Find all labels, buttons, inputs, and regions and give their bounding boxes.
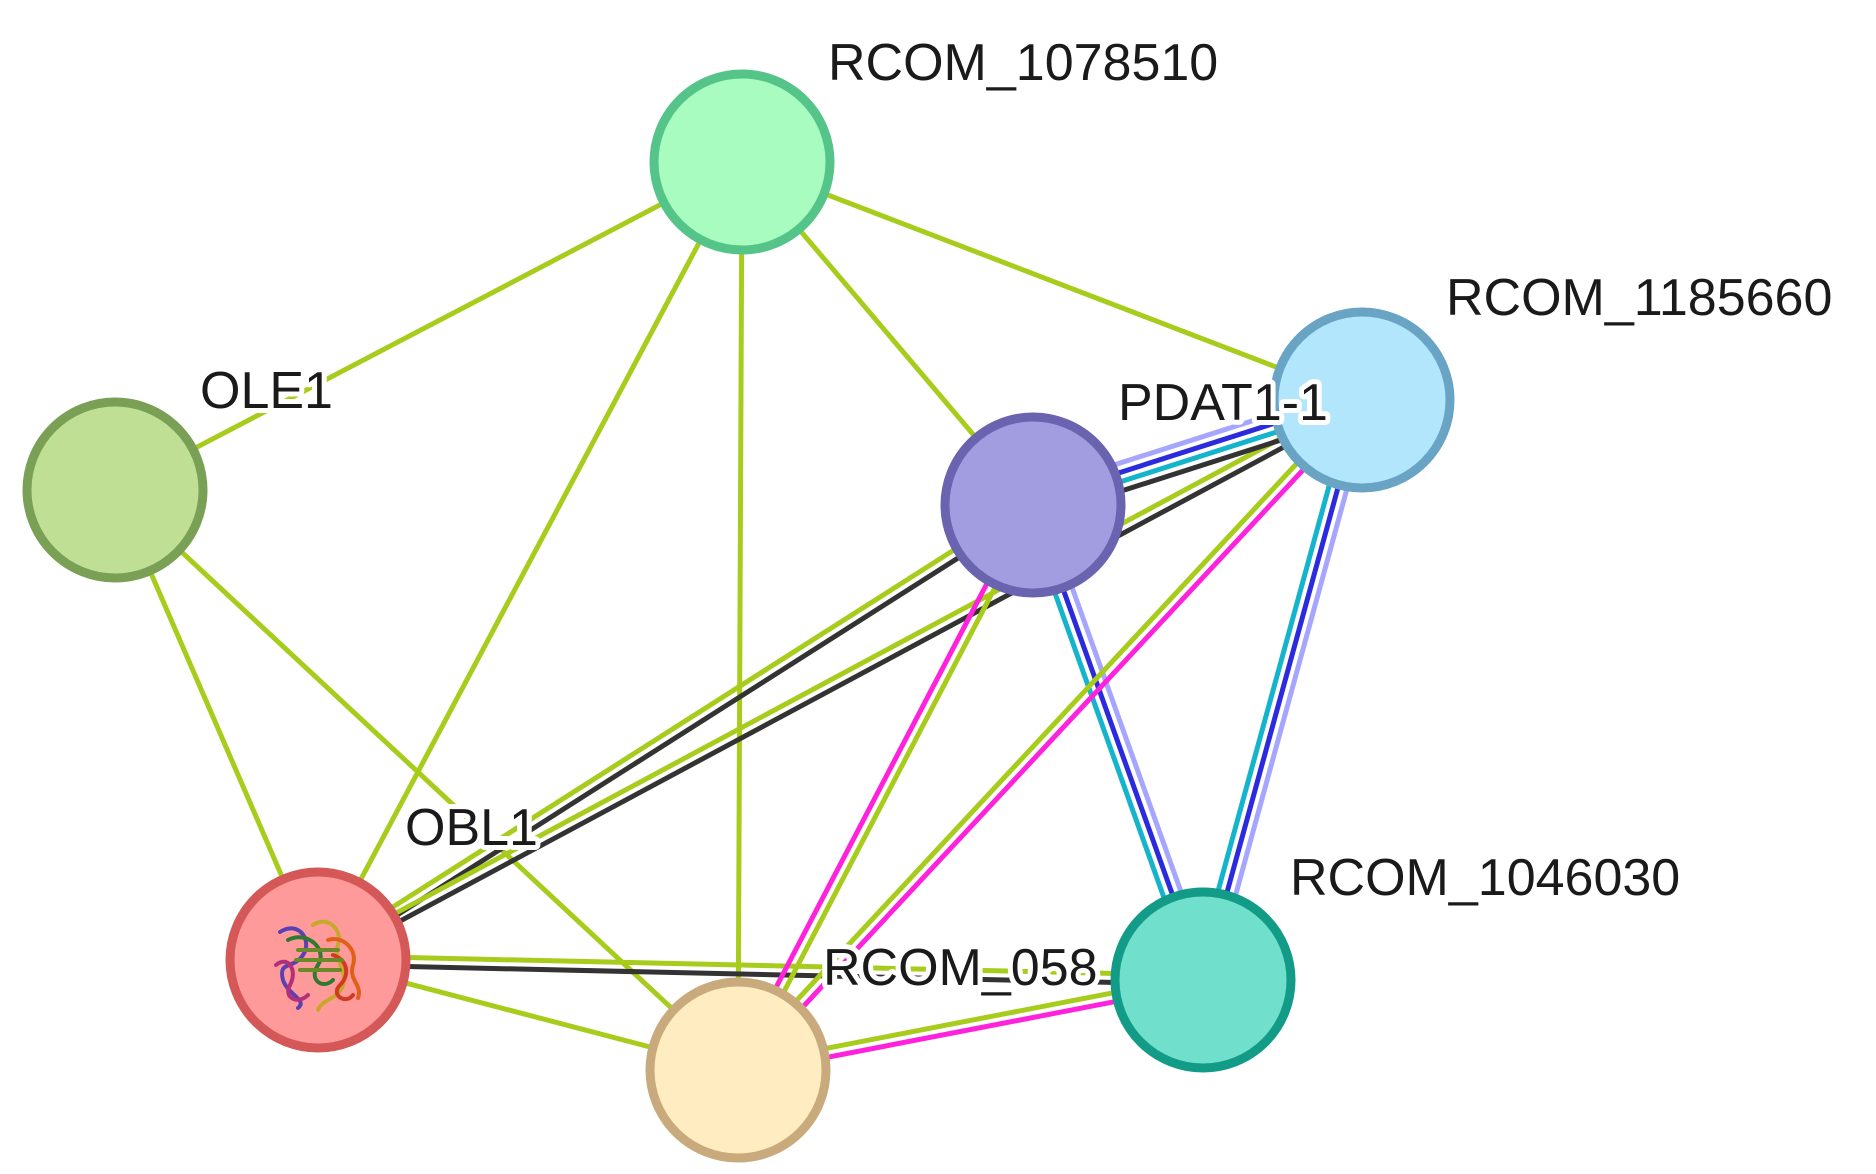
edge-rcom-1185660-rcom-058-cooccurrence[interactable] (738, 400, 1368, 1076)
edge-rcom-1185660-rcom-1046030-homology[interactable] (1209, 399, 1374, 985)
edge-pdat1-1-rcom-058-cooccurrence[interactable] (731, 500, 1032, 1071)
node-label-rcom-1185660: RCOM_1185660 (1446, 269, 1832, 327)
node-circle-rcom-1046030[interactable] (1110, 887, 1296, 1073)
edge-rcom-1185660-rcom-1046030-database[interactable] (1191, 395, 1356, 981)
edge-pdat1-1-rcom-058-textmining[interactable] (739, 504, 1040, 1075)
edge-rcom-1078510-ole1-textmining[interactable] (112, 159, 745, 493)
edge-obl1-rcom-1046030-coexpression[interactable] (315, 961, 1206, 987)
node-circle-rcom-058[interactable] (645, 977, 831, 1163)
edge-obl1-pdat1-1-textmining[interactable] (313, 498, 1034, 959)
edge-obl1-rcom-1185660-textmining[interactable] (313, 393, 1363, 959)
node-rcom-1078510[interactable] (649, 69, 835, 255)
node-ole1[interactable] (22, 397, 208, 583)
edge-rcom-1185660-rcom-058-textmining[interactable] (732, 394, 1362, 1070)
node-rcom-1046030[interactable] (1110, 887, 1296, 1073)
edge-rcom-1078510-rcom-1185660-textmining[interactable] (739, 159, 1365, 403)
edge-rcom-1185660-rcom-1046030-experiment[interactable] (1200, 397, 1365, 983)
edge-rcom-1078510-rcom-058-textmining[interactable] (735, 159, 745, 1073)
network-nodes (22, 69, 1455, 1163)
edge-rcom-1078510-obl1-textmining[interactable] (315, 159, 745, 963)
protein-structure-icon (274, 919, 362, 1012)
node-label-pdat1-1: PDAT1-1 (1118, 374, 1328, 432)
node-label-rcom-1078510: RCOM_1078510 (828, 34, 1218, 92)
edge-obl1-rcom-1185660-coexpression[interactable] (317, 401, 1367, 967)
edge-obl1-rcom-1046030-textmining[interactable] (315, 953, 1206, 979)
node-label-obl1: OBL1 (405, 799, 538, 857)
node-circle-rcom-1078510[interactable] (649, 69, 835, 255)
node-label-rcom-058: RCOM_058 (823, 939, 1098, 997)
node-label-ole1: OLE1 (200, 362, 333, 420)
node-circle-pdat1-1[interactable] (940, 412, 1126, 598)
node-obl1[interactable] (225, 867, 411, 1053)
node-rcom-058[interactable] (645, 977, 831, 1163)
node-circle-ole1[interactable] (22, 397, 208, 583)
node-pdat1-1[interactable] (940, 412, 1126, 598)
node-circle-rcom-1185660[interactable] (1269, 307, 1455, 493)
node-rcom-1185660[interactable] (1269, 307, 1455, 493)
node-label-rcom-1046030: RCOM_1046030 (1290, 849, 1680, 907)
